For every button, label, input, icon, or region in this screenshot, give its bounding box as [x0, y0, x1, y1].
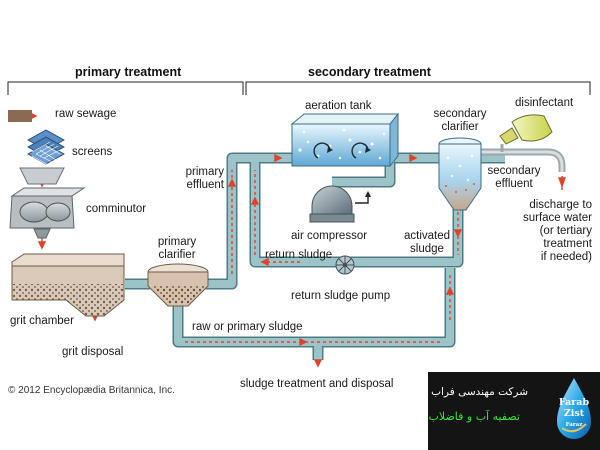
label-raw-primary-sludge: raw or primary sludge: [192, 321, 303, 333]
secondary-clarifier: [438, 137, 482, 211]
logo-company-name: شرکت مهندسی فراب زیست فراز: [377, 386, 528, 398]
company-logo: شرکت مهندسی فراب زیست فراز تصفیه آب و فا…: [378, 372, 600, 450]
label-secondary-clarifier: secondary clarifier: [433, 108, 487, 133]
grit-chamber: [11, 253, 125, 317]
copyright-notice: © 2012 Encyclopædia Britannica, Inc.: [8, 385, 175, 396]
logo-name-line-2: Zist: [563, 408, 585, 419]
screens: [27, 129, 65, 167]
label-discharge: discharge to surface water (or tertiary …: [522, 199, 592, 263]
label-comminutor: comminutor: [86, 203, 147, 215]
label-screens: screens: [72, 146, 113, 158]
label-primary-effluent: primary effluent: [185, 166, 224, 191]
label-disinfectant: disinfectant: [515, 97, 574, 109]
label-grit-chamber: grit chamber: [10, 315, 74, 327]
section-header-primary: primary treatment: [75, 65, 182, 79]
aeration-tank: [290, 112, 400, 168]
logo-name-line-3: Faraz: [565, 422, 583, 428]
air-compressor: [309, 185, 355, 223]
return-sludge-pump: [335, 255, 355, 275]
label-grit-disposal: grit disposal: [62, 346, 124, 358]
section-brackets: [7, 81, 591, 95]
label-secondary-effluent: secondary effluent: [487, 165, 541, 190]
label-raw-sewage: raw sewage: [55, 108, 117, 120]
water-drop-icon: [557, 378, 591, 439]
label-return-sludge-pump: return sludge pump: [291, 290, 391, 302]
label-air-compressor: air compressor: [291, 230, 368, 242]
logo-subtitle: تصفیه آب و فاضلاب: [428, 410, 520, 423]
raw-sewage-pipe: [8, 110, 32, 122]
section-header-secondary: secondary treatment: [308, 65, 431, 79]
comminutor: [9, 167, 86, 239]
label-aeration-tank: aeration tank: [305, 100, 372, 112]
primary-clarifier: [147, 263, 209, 307]
label-sludge-treatment: sludge treatment and disposal: [240, 378, 394, 390]
label-primary-clarifier: primary clarifier: [157, 236, 197, 261]
disinfectant-bottle: [499, 114, 553, 152]
label-activated-sludge: activated sludge: [403, 230, 451, 255]
label-return-sludge: return sludge: [265, 249, 333, 261]
logo-name-line-1: Farab: [558, 397, 590, 408]
